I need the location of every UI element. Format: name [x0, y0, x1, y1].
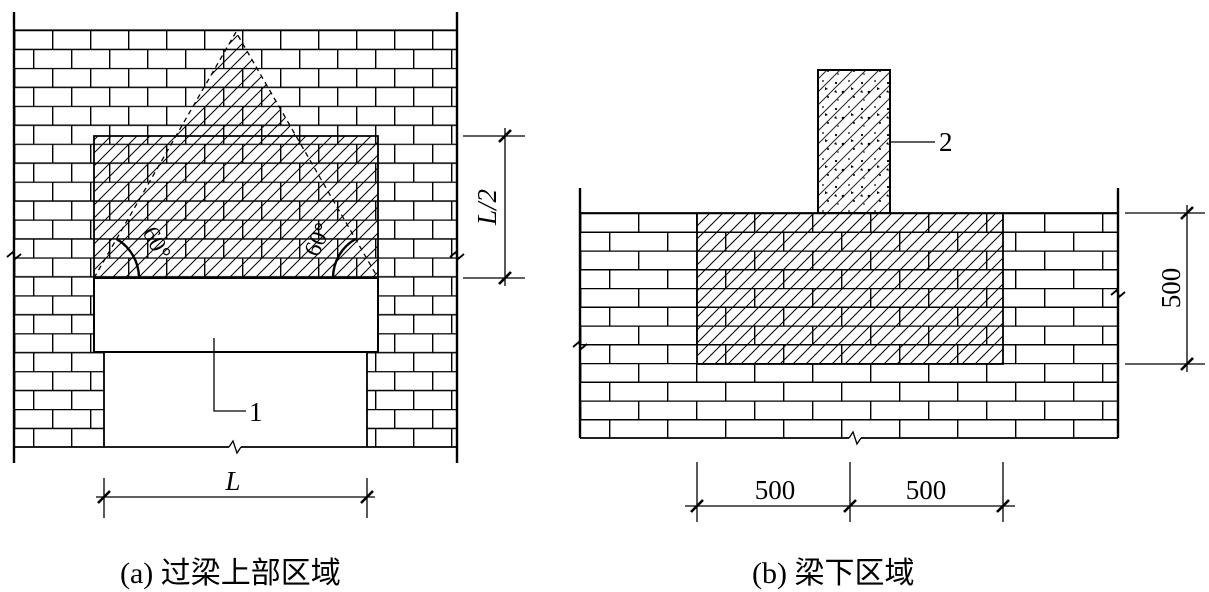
break-mark-bottom-a	[228, 439, 242, 455]
angle-arc-left	[115, 237, 141, 279]
caption-a: (a) 过梁上部区域	[120, 557, 341, 590]
height-dimension-a: L/2	[463, 128, 525, 286]
hatched-region-b	[697, 213, 1003, 364]
beam-hatch	[818, 70, 890, 213]
break-mark-right-b	[1110, 288, 1126, 299]
break-mark-bottom-b	[848, 430, 862, 446]
hatched-region-a-outline	[93, 135, 379, 278]
width-dimension-a: L	[96, 466, 375, 518]
break-mark-left-a	[6, 250, 22, 261]
lintel-leader	[213, 338, 246, 412]
height-dimension-a-label: L/2	[472, 189, 502, 226]
caption-b: (b) 梁下区域	[752, 557, 914, 590]
height-dimension-b: 500	[1125, 205, 1205, 372]
height-dimension-b-label: 500	[1156, 268, 1186, 309]
angle-arc-right	[331, 237, 357, 279]
width-dimension-b-left-label: 500	[755, 475, 796, 505]
width-dimension-b: 500 500	[685, 462, 1015, 522]
hatched-region-a	[94, 136, 378, 278]
width-dimension-a-label: L	[224, 466, 240, 496]
beam-label: 2	[939, 127, 953, 157]
opening-jambs	[103, 352, 368, 447]
break-mark-right-a	[449, 250, 465, 261]
hatched-triangle-a	[176, 32, 296, 136]
figure-b: 2 500 500 500 (b) 梁下区域	[572, 69, 1205, 590]
figure-a: 60° 60° 1 L/2 L (a) 过梁上部区域	[6, 12, 525, 590]
width-dimension-b-right-label: 500	[906, 475, 947, 505]
load-triangle-dashed	[93, 30, 379, 279]
break-mark-left-b	[572, 340, 588, 351]
lintel-label: 1	[249, 397, 263, 427]
opening	[104, 352, 367, 447]
lintel	[93, 277, 379, 353]
hatched-region-b-outline	[696, 213, 1004, 365]
